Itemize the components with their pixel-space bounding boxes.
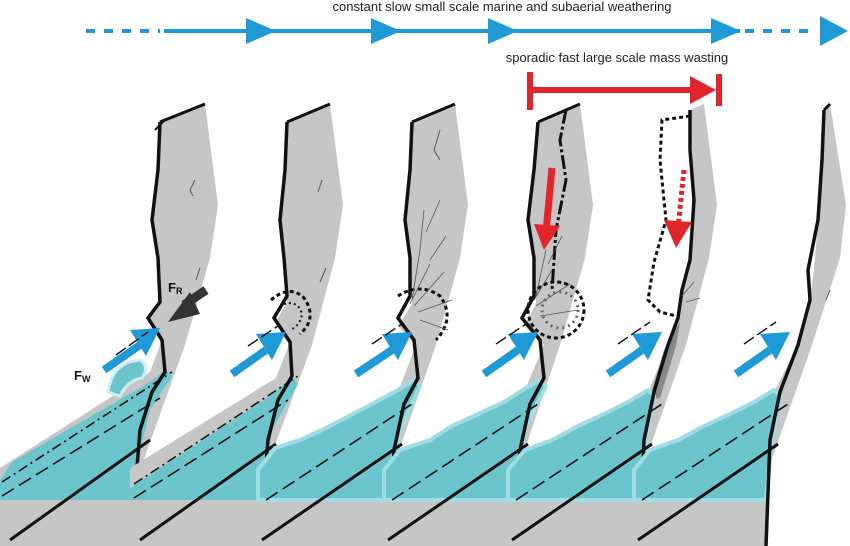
wave-guide-2: [247, 325, 279, 347]
cliff-top-6: [822, 102, 832, 112]
collapse-head-5: [664, 220, 692, 248]
mass-wasting-bracket: sporadic fast large scale mass wasting: [506, 50, 729, 110]
wave-guide-3: [371, 323, 403, 345]
wave-force-head-5: [632, 332, 662, 360]
cliff-top-3: [411, 102, 456, 124]
resistance-force-head: [168, 292, 200, 322]
cliff-face-5: [638, 110, 696, 546]
fw-label: FW: [74, 368, 91, 384]
wave-guide-6: [743, 321, 777, 345]
fr-label: FR: [168, 280, 183, 296]
sea-level-line-1: [1, 371, 173, 483]
collapse-shaft-4: [542, 167, 556, 233]
collapse-head-4: [534, 224, 560, 250]
tide-line-5: [515, 403, 663, 501]
shore-platform-4: [387, 442, 529, 542]
wave-force-shaft-4: [481, 346, 521, 378]
shore-platform-3: [261, 442, 403, 542]
cliff-rock-4: [384, 104, 593, 546]
wave-force-head-6: [760, 332, 790, 360]
notch-outline-2: [270, 290, 312, 336]
crack-1b: [195, 267, 201, 281]
tide-line-2: [133, 399, 289, 499]
tide-line-3: [265, 403, 413, 501]
bracket-arrowhead: [690, 76, 716, 104]
cliff-rock-3: [258, 104, 468, 546]
sea-water-2: [130, 376, 298, 500]
wave-force-head-4: [508, 332, 538, 360]
breaking-wave-1: [106, 358, 147, 398]
timeline-arrowhead-5: [820, 16, 848, 46]
sea-water-6: [632, 387, 783, 502]
panel-3: [256, 102, 468, 546]
sea-water-1: [0, 370, 172, 500]
panel-6: [632, 102, 846, 546]
crack-1a: [189, 179, 196, 197]
wave-force-head-1: [130, 328, 160, 356]
fractures-4: [533, 235, 579, 317]
sea-level-line-2: [133, 375, 299, 485]
tide-line-4: [391, 403, 539, 501]
panel-2: [130, 102, 343, 546]
wave-force-shaft-3: [353, 346, 395, 378]
cliff-face-4: [514, 121, 546, 546]
collapse-shaft-5: [675, 169, 687, 229]
fractures-5: [681, 281, 701, 303]
cliff-top-4: [537, 102, 581, 124]
crack-2b: [319, 267, 327, 283]
notch-outline-4: [526, 280, 586, 340]
panel-5: [506, 104, 717, 546]
crack-3a: [433, 129, 441, 161]
tide-line-6: [641, 403, 789, 501]
mass-wasting-label: sporadic fast large scale mass wasting: [506, 50, 729, 65]
weathering-label: constant slow small scale marine and sub…: [333, 0, 672, 14]
cliff-top-1: [159, 102, 206, 124]
shore-platform-5: [511, 442, 653, 542]
cliff-face-3: [388, 121, 420, 546]
timeline-arrowhead-3: [488, 18, 518, 44]
panel-1: FR FW: [0, 102, 218, 546]
wave-force-shaft-5: [605, 346, 645, 378]
wave-force-head-2: [256, 332, 286, 360]
shore-platform-1: [9, 438, 151, 542]
timeline-arrowhead-1: [246, 18, 276, 44]
wave-guide-5: [617, 321, 651, 345]
weathering-timeline: constant slow small scale marine and sub…: [86, 0, 848, 46]
cliff-top-2: [286, 102, 331, 124]
wave-force-shaft-6: [733, 346, 773, 378]
cliff-rock-2: [130, 104, 343, 546]
wave-guide-4: [495, 323, 527, 345]
cliff-rock-1: [0, 104, 218, 546]
cliff-edge-1: [154, 119, 166, 131]
cliff-face-6: [764, 109, 826, 546]
crack-6a: [825, 289, 831, 301]
shore-platform-2: [139, 442, 277, 542]
shore-platform-6: [637, 442, 779, 542]
wave-guide-1: [115, 331, 149, 356]
notch-outline-3: [397, 287, 449, 342]
tide-line-1: [1, 397, 161, 497]
crack-2a: [317, 179, 323, 193]
wave-force-shaft-2: [229, 346, 269, 378]
timeline-arrowhead-4: [711, 18, 741, 44]
wave-force-shaft-1: [101, 341, 143, 374]
fractures-3: [409, 199, 453, 331]
wave-force-head-3: [382, 332, 412, 360]
sea-water-5: [506, 387, 657, 502]
timeline-arrowhead-2: [371, 18, 401, 44]
collapsed-outline-5: [646, 114, 691, 318]
